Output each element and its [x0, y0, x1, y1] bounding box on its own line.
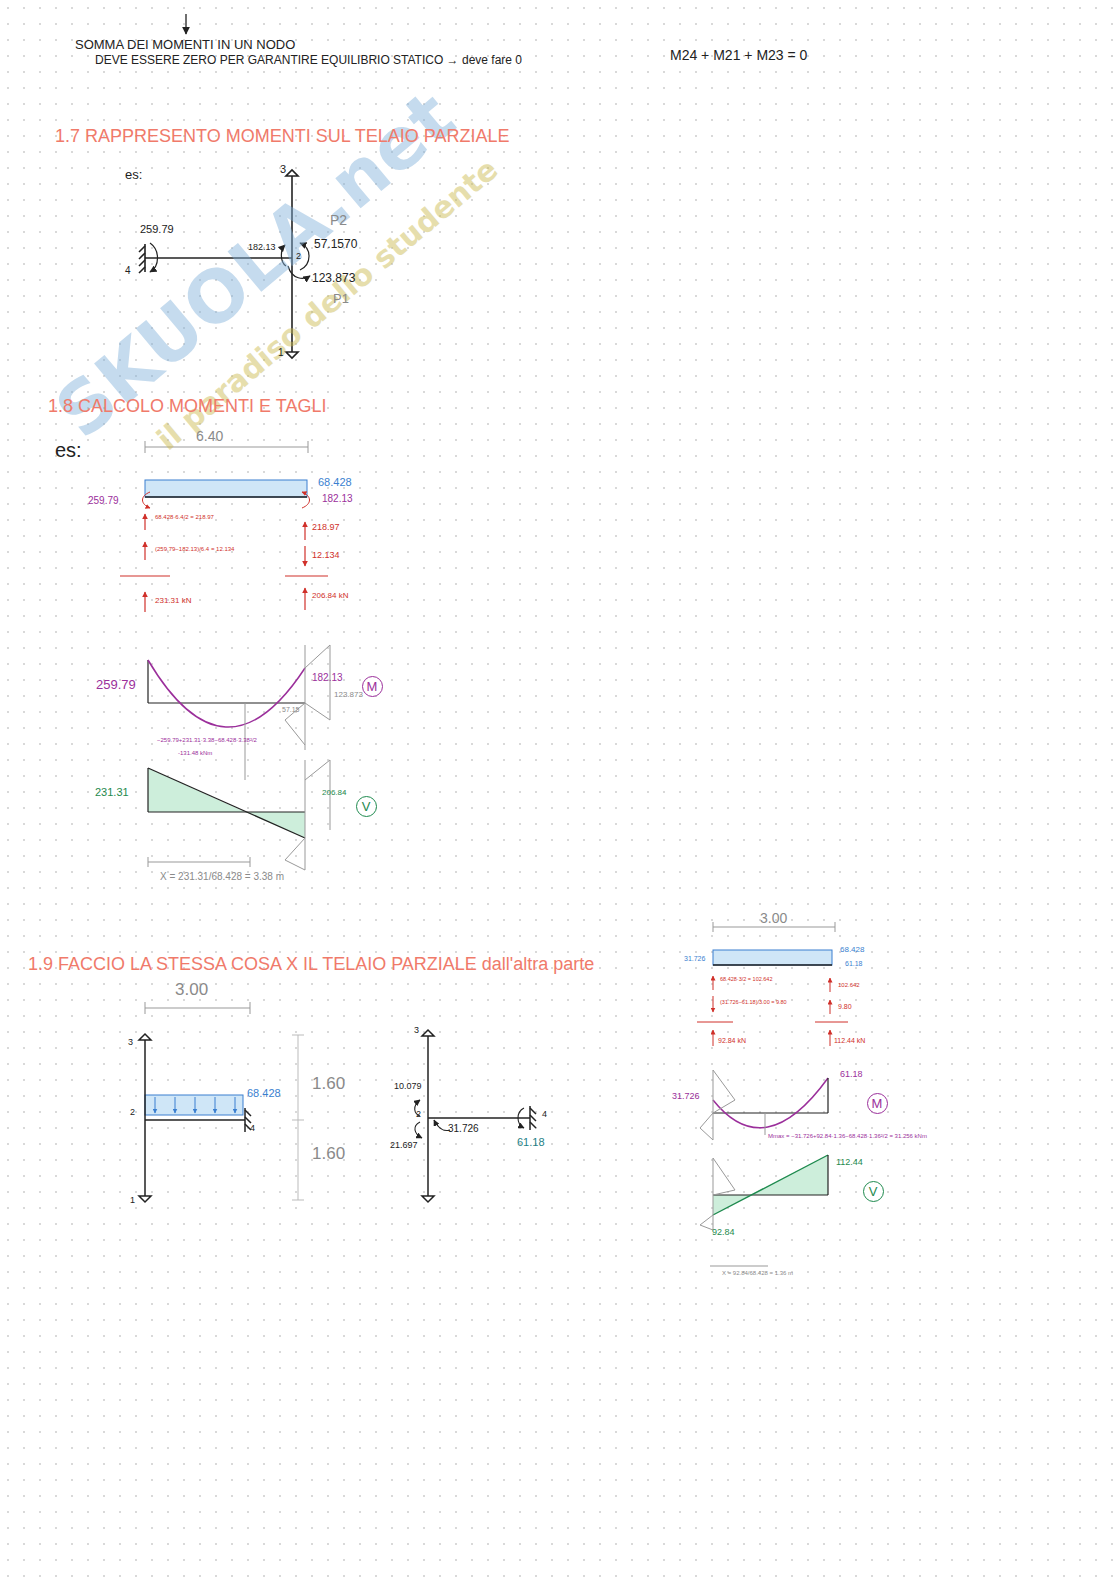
section-heading: 1.8 CALCOLO MOMENTI E TAGLI: [48, 397, 326, 416]
dimension: 1.60: [312, 1075, 345, 1093]
node-number: 2: [296, 252, 301, 261]
load-value: 68.428: [318, 477, 352, 489]
reaction-value: 102.642: [838, 982, 860, 988]
formula: 68.428·6.4/2 = 218.97: [155, 514, 214, 520]
equation: M24 + M21 + M23 = 0: [670, 48, 807, 63]
moment-value: 182.13: [248, 243, 276, 252]
circled-symbol: M: [362, 676, 383, 697]
node-number: 1: [130, 1196, 135, 1205]
moment-value: 31.726: [448, 1124, 479, 1135]
circled-symbol: V: [356, 796, 377, 817]
reaction-value: 218.97: [312, 523, 340, 532]
floor-label: P2: [330, 213, 347, 228]
node-number: 2: [416, 1110, 421, 1119]
note-text: es:: [125, 168, 142, 182]
formula: −259.79+231.31·3.38−68.428·3.38²/2: [157, 737, 257, 743]
moment-value: 182.13: [312, 673, 343, 684]
reaction-value: 12.134: [312, 551, 340, 560]
moment-value: 259.79: [140, 224, 174, 236]
moment-value: 31.726: [684, 955, 705, 962]
moment-value: 61.18: [845, 960, 863, 967]
shear-value: 231.31: [95, 787, 129, 799]
moment-value: 259.79: [96, 678, 136, 692]
dimension: 3.00: [760, 911, 787, 926]
beam-1-8: [120, 441, 330, 870]
arrow: [185, 14, 186, 34]
circled-symbol: M: [867, 1093, 888, 1114]
node-number: 3: [280, 164, 286, 176]
dimension: 6.40: [196, 429, 223, 444]
formula: -131.48 kNm: [178, 750, 212, 756]
node-number: 3: [128, 1038, 133, 1047]
moment-value: 10.079: [394, 1082, 422, 1091]
formula: Mmax = −31.726+92.84·1.36−68.428·1.36²/2…: [768, 1133, 927, 1139]
node-number: 4: [250, 1124, 255, 1133]
dimension: 3.00: [175, 981, 208, 999]
node-number: 3: [414, 1026, 419, 1035]
symbol-letter: M: [872, 1097, 883, 1110]
formula: X = 231.31/68.428 = 3.38 m: [160, 872, 284, 883]
section-heading: 1.9 FACCIO LA STESSA COSA X IL TELAIO PA…: [28, 955, 594, 974]
frame-1-9: [139, 1002, 304, 1202]
section-heading: 1.7 RAPPRESENTO MOMENTI SUL TELAIO PARZI…: [55, 127, 509, 146]
reaction-value: 231.31 kN: [155, 597, 191, 605]
note-text: es:: [55, 440, 82, 461]
beam-1-9: [697, 922, 848, 1266]
moment-value: 21.697: [390, 1141, 418, 1150]
moment-value: 31.726: [672, 1092, 700, 1101]
moment-value: 182.13: [322, 494, 353, 505]
formula: (259.79−182.13)/6.4 = 12.134: [155, 546, 234, 552]
moment-value: 123.873: [334, 691, 363, 699]
node-number: 4: [542, 1110, 547, 1119]
reaction-value: 9.80: [838, 1003, 852, 1010]
dimension: 1.60: [312, 1145, 345, 1163]
load-value: 68.428: [840, 946, 864, 954]
moment-value: 57.1570: [314, 238, 357, 251]
symbol-letter: V: [869, 1185, 878, 1198]
node-number: 4: [125, 266, 131, 277]
node-number: 1: [278, 348, 284, 359]
note-text: DEVE ESSERE ZERO PER GARANTIRE EQUILIBRI…: [95, 54, 522, 67]
frame-1-9-moments: [415, 1030, 536, 1202]
floor-label: P1: [333, 292, 349, 306]
shear-value: 92.84: [712, 1228, 735, 1237]
reaction-value: 92.84 kN: [718, 1037, 746, 1044]
symbol-letter: V: [362, 800, 371, 813]
moment-value: 61.18: [840, 1070, 863, 1079]
note-text: SOMMA DEI MOMENTI IN UN NODO: [75, 38, 295, 52]
shear-value: 112.44: [836, 1158, 863, 1167]
node-number: 2: [130, 1108, 135, 1117]
shear-value: 206.84: [322, 789, 346, 797]
moment-value: 259.79: [88, 496, 119, 507]
formula: (31.726−61.18)/3.00 = 9.80: [720, 1000, 787, 1006]
formula: 68.428·3/2 = 102.642: [720, 977, 772, 983]
moment-value: 61.18: [517, 1137, 545, 1149]
symbol-letter: M: [367, 680, 378, 693]
load-value: 68.428: [247, 1088, 281, 1100]
moment-value: 123.873: [312, 272, 355, 285]
moment-value: 57.15: [282, 706, 300, 713]
formula: X = 92.84/68.428 = 1.36 m: [722, 1270, 793, 1276]
circled-symbol: V: [863, 1181, 884, 1202]
reaction-value: 206.84 kN: [312, 592, 348, 600]
reaction-value: 112.44 kN: [834, 1037, 865, 1044]
